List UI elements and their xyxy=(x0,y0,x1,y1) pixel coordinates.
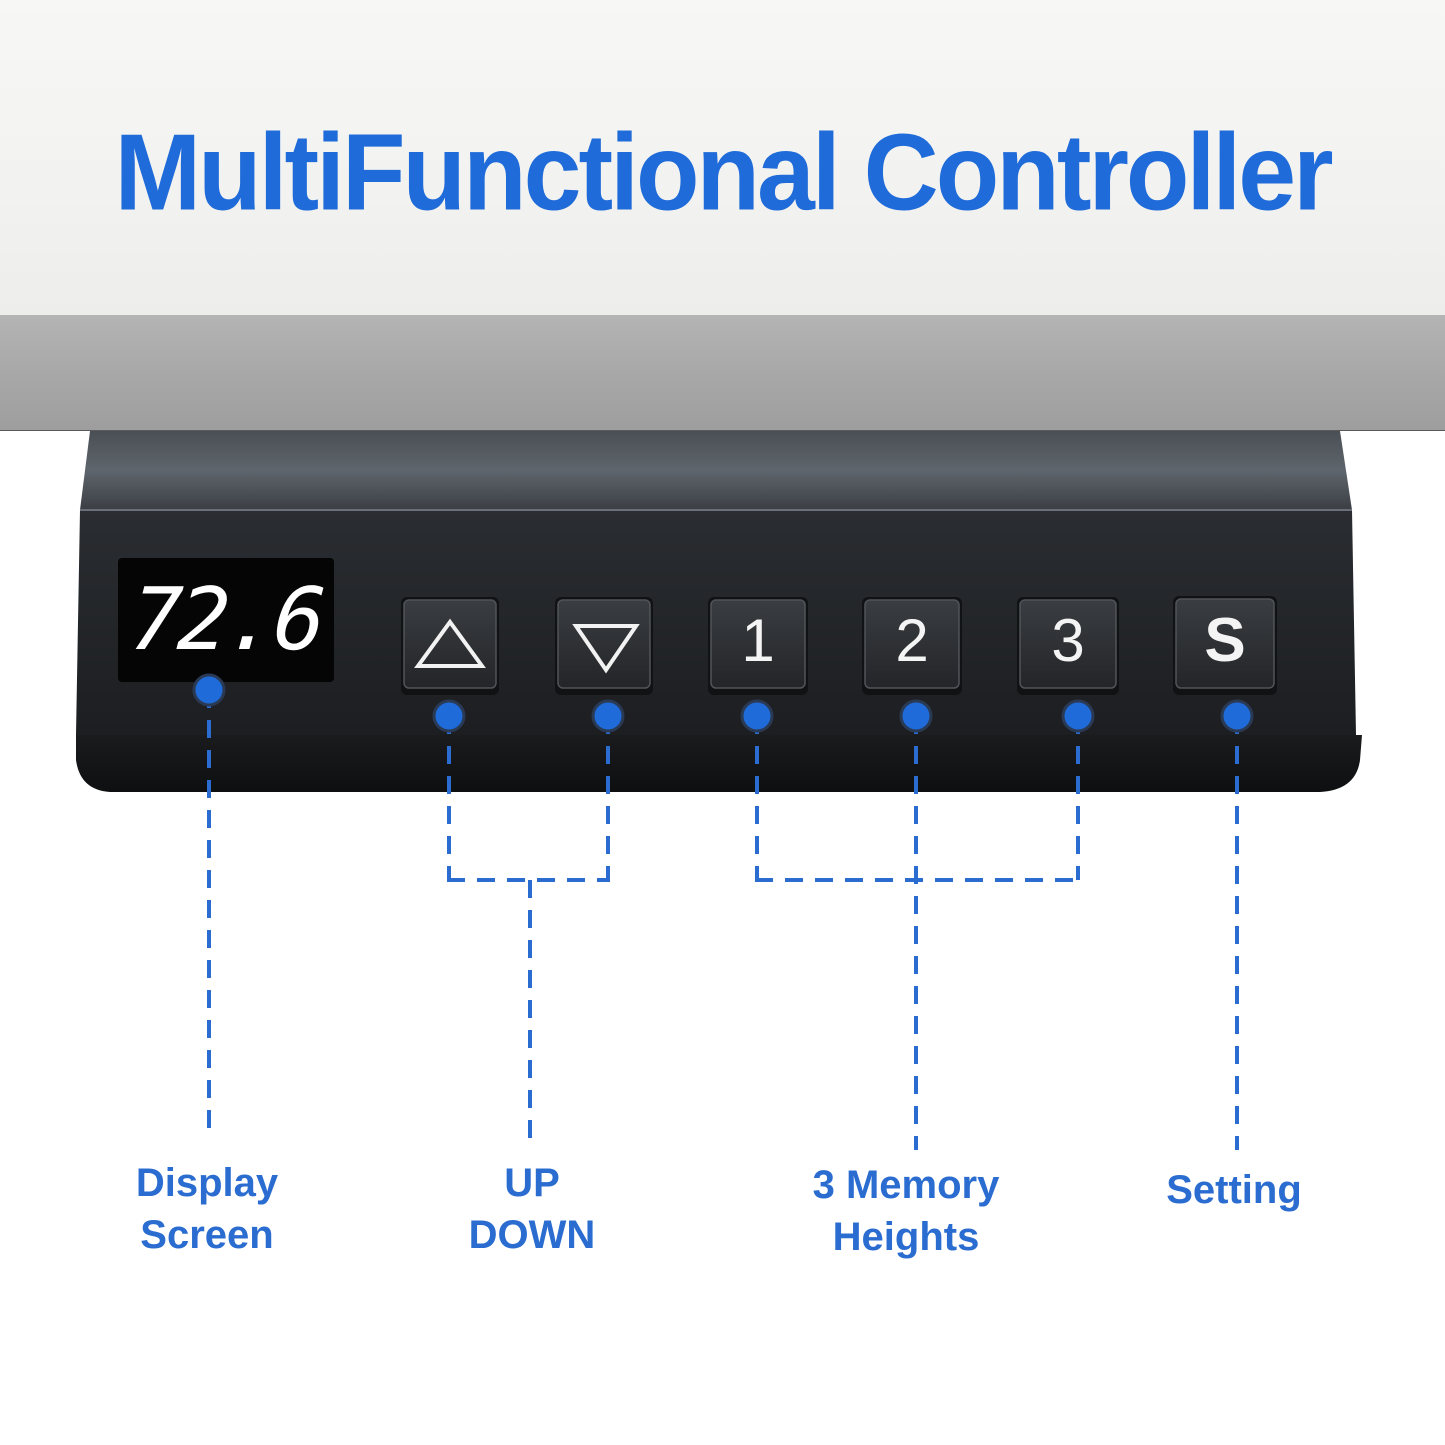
memory-2-label: 2 xyxy=(895,607,929,674)
desk-edge xyxy=(0,315,1445,431)
setting-label: S xyxy=(1204,606,1246,675)
callout-updown-line1: UP xyxy=(504,1161,560,1205)
up-arrow-icon xyxy=(414,618,486,668)
page-title: MultiFunctional Controller xyxy=(114,112,1333,234)
memory-1-label: 1 xyxy=(741,607,775,674)
setting-button[interactable] xyxy=(1173,596,1277,695)
memory-1-button[interactable] xyxy=(708,597,808,695)
callout-memory: 3 Memory Heights xyxy=(756,1159,1056,1263)
down-button[interactable] xyxy=(555,597,653,695)
display-screen xyxy=(118,558,334,682)
callout-updown-line2: DOWN xyxy=(468,1213,596,1257)
desk-surface xyxy=(0,0,1445,315)
callout-display: Display Screen xyxy=(57,1157,357,1261)
callout-display-line2: Screen xyxy=(140,1213,274,1257)
callout-memory-line1: 3 Memory xyxy=(812,1163,1000,1207)
callout-memory-line2: Heights xyxy=(832,1215,980,1259)
memory-3-button[interactable] xyxy=(1017,597,1119,695)
up-button[interactable] xyxy=(401,597,499,695)
memory-2-button[interactable] xyxy=(862,597,962,695)
display-reading: 72.6 xyxy=(126,570,326,670)
callout-dots xyxy=(192,673,1254,733)
callout-setting-line1: Setting xyxy=(1166,1168,1302,1212)
callout-display-line1: Display xyxy=(135,1161,279,1205)
callout-lines xyxy=(207,690,1239,1150)
down-arrow-icon xyxy=(572,624,640,674)
callout-setting: Setting xyxy=(1084,1164,1384,1216)
memory-3-label: 3 xyxy=(1051,607,1085,674)
callout-updown: UP DOWN xyxy=(382,1157,682,1261)
